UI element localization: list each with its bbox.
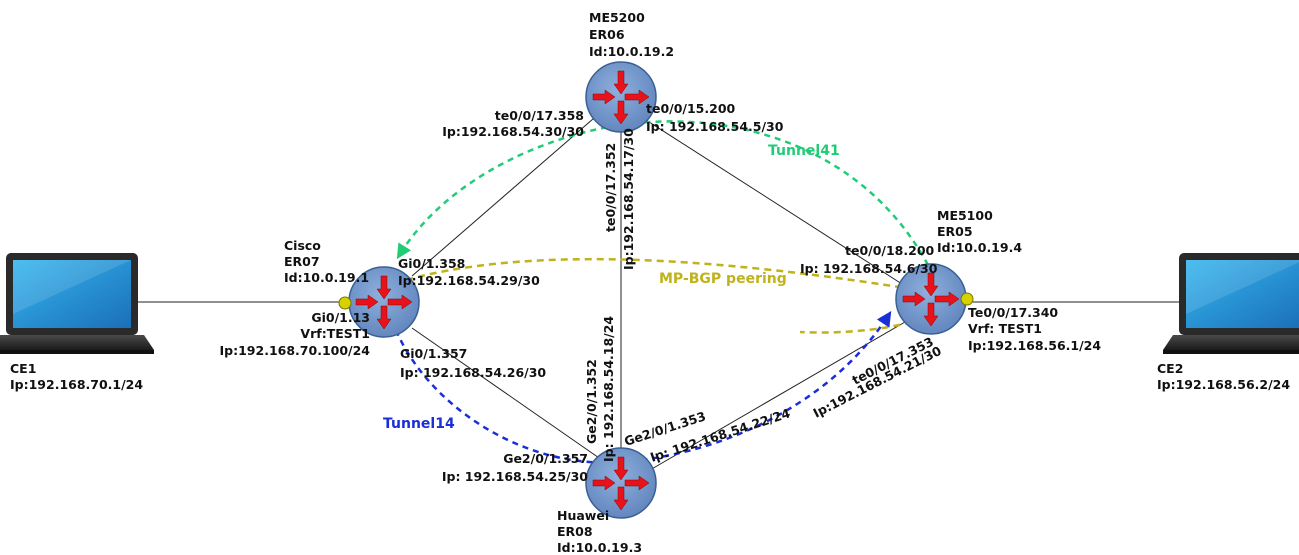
- ce2-name-label: CE2: [1157, 361, 1183, 376]
- er08-name-label: ER08: [557, 524, 593, 539]
- er06-name-label: ER06: [589, 27, 625, 42]
- ce2-ip-label: Ip:192.168.56.2/24: [1157, 377, 1290, 392]
- ce2-laptop-icon: [1163, 253, 1299, 354]
- er07-model-label: Cisco: [284, 238, 321, 253]
- er06-er05-ip-label: Ip: 192.168.54.5/30: [646, 119, 784, 134]
- er07-id-label: Id:10.0.19.1: [284, 270, 369, 285]
- er05-er08-ip-label: Ip:192.168.54.21/30: [811, 343, 944, 421]
- link-er06-er05: [645, 119, 903, 285]
- er05-model-label: ME5100: [937, 208, 993, 223]
- link-er06-er07: [411, 111, 602, 277]
- er07-ce1-iface-label: Gi0/1.13: [311, 310, 370, 325]
- er07-ce1-vrf-label: Vrf:TEST1: [300, 326, 370, 341]
- mpbgp-label: MP-BGP peering: [659, 271, 787, 287]
- er08-er06-iface-label: Ge2/0/1.352: [584, 359, 599, 444]
- er06-id-label: Id:10.0.19.2: [589, 44, 674, 59]
- er05-id-label: Id:10.0.19.4: [937, 240, 1022, 255]
- er06-model-label: ME5200: [589, 10, 645, 25]
- er05-ce2-ip-label: Ip:192.168.56.1/24: [968, 338, 1101, 353]
- er07-ce1-ip-label: Ip:192.168.70.100/24: [220, 343, 371, 358]
- link-er08-er05: [649, 321, 906, 471]
- er08-er05-ip-label: Ip: 192.168.54.22/24: [648, 405, 792, 465]
- er05-er06-ip-label: Ip: 192.168.54.6/30: [800, 261, 938, 276]
- er08-er07-ip-label: Ip: 192.168.54.25/30: [442, 469, 588, 484]
- link-er07-er08: [411, 327, 603, 461]
- er08-id-label: Id:10.0.19.3: [557, 540, 642, 555]
- er07-vrf-endpoint: [338, 296, 352, 310]
- tunnel41-label: Tunnel41: [768, 143, 840, 159]
- tunnel14-label: Tunnel14: [383, 416, 455, 432]
- er08-er06-ip-label: Ip: 192.168.54.18/24: [601, 316, 616, 462]
- er06-er07-ip-label: Ip:192.168.54.30/30: [442, 124, 584, 139]
- ce1-name-label: CE1: [10, 361, 36, 376]
- er06-er05-iface-label: te0/0/15.200: [646, 101, 736, 116]
- er07-er08-iface-label: Gi0/1.357: [400, 346, 467, 361]
- ce1-ip-label: Ip:192.168.70.1/24: [10, 377, 143, 392]
- er05-er06-iface-label: te0/0/18.200: [845, 243, 935, 258]
- er07-er06-ip-label: Ip:192.168.54.29/30: [398, 273, 540, 288]
- links: [138, 111, 1180, 471]
- er05-name-label: ER05: [937, 224, 973, 239]
- er05-ce2-iface-label: Te0/0/17.340: [968, 305, 1058, 320]
- er05-ce2-vrf-label: Vrf: TEST1: [968, 321, 1042, 336]
- er07-er06-iface-label: Gi0/1.358: [398, 256, 465, 271]
- er07-er08-ip-label: Ip: 192.168.54.26/30: [400, 365, 546, 380]
- er06-er07-iface-label: te0/0/17.358: [495, 108, 584, 123]
- er05-vrf-endpoint: [960, 292, 974, 306]
- er06-er08-ip-label: Ip:192.168.54.17/30: [621, 128, 636, 270]
- er08-model-label: Huawei: [557, 508, 609, 523]
- er08-er07-iface-label: Ge2/0/1.357: [503, 451, 588, 466]
- er06-er08-iface-label: te0/0/17.352: [603, 143, 618, 232]
- ce1-laptop-icon: [0, 253, 154, 354]
- er07-name-label: ER07: [284, 254, 320, 269]
